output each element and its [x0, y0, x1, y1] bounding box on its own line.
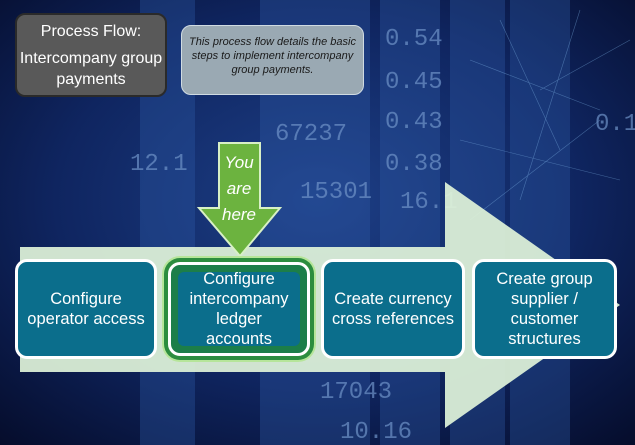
ticker-numbers: 0.54 0.45 0.43 0.38 67237 15301 12.1 170… — [130, 26, 635, 445]
network-lines — [459, 9, 631, 221]
bg-num: 0.38 — [385, 151, 443, 178]
description-box: This process flow details the basic step… — [181, 25, 364, 95]
bg-num: 0.1 — [595, 111, 635, 138]
step-create-currency-cross-references[interactable]: Create currency cross references — [321, 259, 465, 359]
title-line1: Process Flow: — [40, 23, 142, 40]
step-configure-intercompany-ledger-accounts[interactable]: Configure intercompany ledger accounts — [168, 262, 310, 356]
title-box: Process Flow: Intercompany group payment… — [15, 13, 167, 97]
bg-num: 0.45 — [385, 69, 443, 96]
you-are-here-arrow — [196, 142, 283, 258]
bg-num: 0.54 — [385, 26, 443, 53]
bg-num: 67237 — [275, 121, 347, 148]
marker-line2: are — [226, 179, 252, 198]
step-configure-operator-access[interactable]: Configure operator access — [15, 259, 157, 359]
you-are-here-label: You are here — [219, 150, 259, 228]
marker-line1: You — [224, 153, 254, 172]
step-label: Create group supplier / customer structu… — [496, 270, 593, 348]
title-line2: Intercompany group payments — [19, 50, 163, 88]
bg-num: 0.43 — [385, 109, 443, 136]
bg-num: 12.1 — [130, 151, 188, 178]
bg-num: 15301 — [300, 179, 372, 206]
bg-num: 10.16 — [340, 419, 412, 445]
step-label: Configure operator access — [27, 290, 145, 328]
step-label: Create currency cross references — [332, 290, 454, 328]
step-label: Configure intercompany ledger accounts — [189, 270, 289, 348]
bg-num: 17043 — [320, 379, 392, 406]
flow-arrow — [20, 182, 620, 428]
description-text: This process flow details the basic step… — [189, 36, 356, 76]
step-create-group-supplier-customer-structures[interactable]: Create group supplier / customer structu… — [472, 259, 617, 359]
marker-line3: here — [221, 205, 257, 224]
